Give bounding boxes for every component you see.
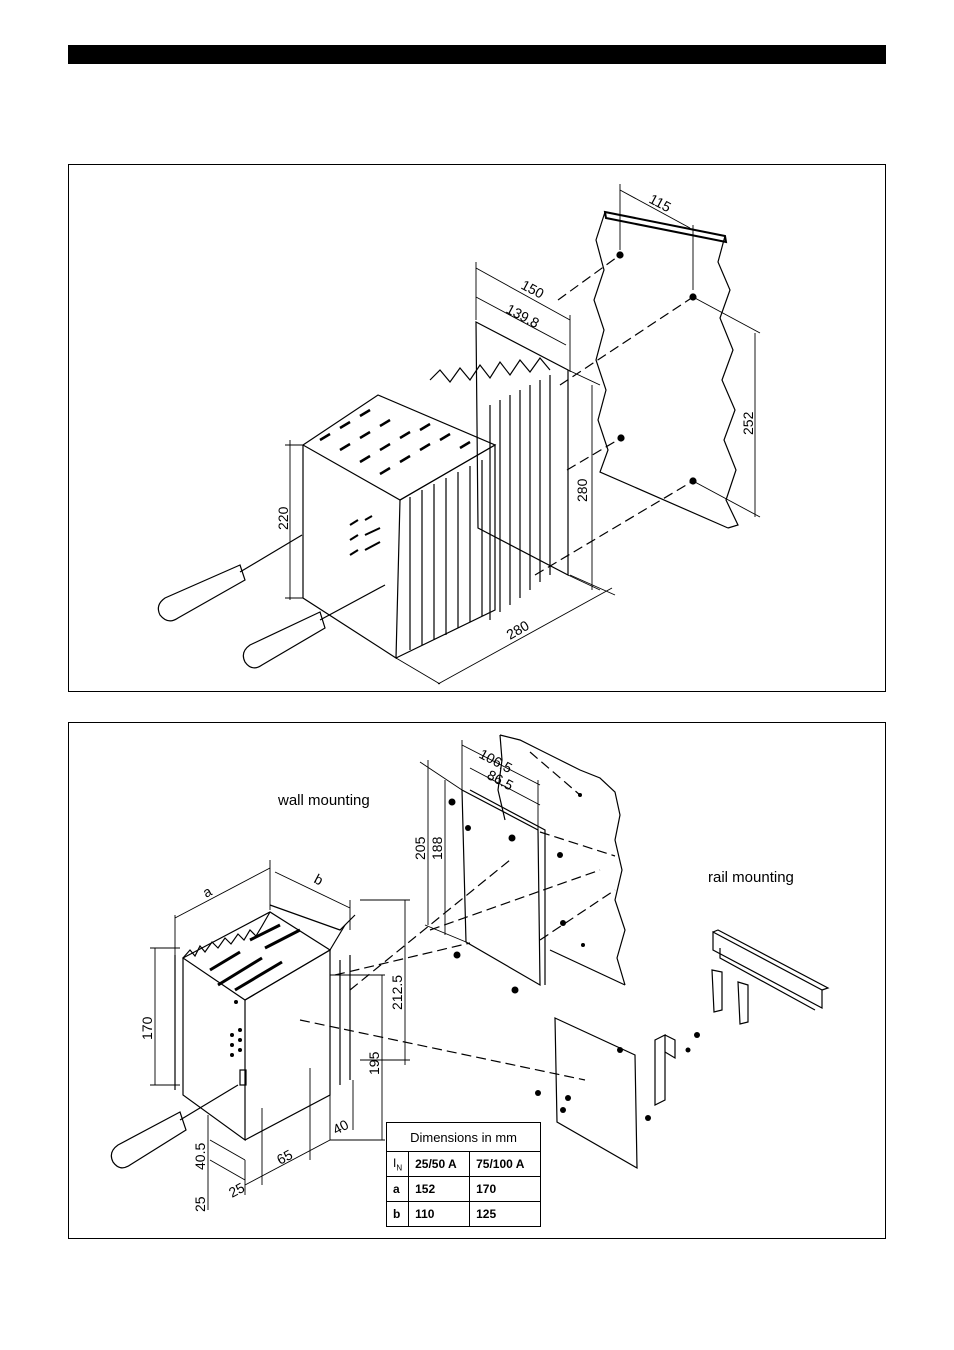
dim-150: 150	[519, 277, 547, 302]
dim-252: 252	[740, 411, 756, 435]
dim-40: 40	[330, 1116, 351, 1138]
table-title: Dimensions in mm	[387, 1123, 541, 1152]
table-row-label: b	[387, 1202, 409, 1227]
mounting-plate	[462, 790, 540, 985]
table-cell: 110	[409, 1202, 470, 1227]
dim-40-5: 40.5	[192, 1143, 208, 1170]
dim-205: 205	[412, 836, 428, 860]
table-cell: 170	[470, 1177, 541, 1202]
dim-280-height: 280	[574, 478, 590, 502]
table-row-label: a	[387, 1177, 409, 1202]
dimension-labels-top: 115 150 139.8 252 280 220 280	[275, 191, 756, 643]
table-header-row: IN 25/50 A 75/100 A	[387, 1152, 541, 1177]
dimension-lines	[285, 184, 760, 684]
dim-280-depth: 280	[504, 617, 532, 643]
table-cell: 152	[409, 1177, 470, 1202]
dim-195: 195	[366, 1051, 382, 1075]
table-row: b 110 125	[387, 1202, 541, 1227]
dim-212-5: 212.5	[389, 975, 405, 1010]
wall-plate	[594, 212, 738, 528]
dim-25-vertical: 25	[192, 1196, 208, 1212]
wall-plate-bottom	[498, 735, 625, 985]
screwdriver-icon	[111, 1085, 238, 1168]
table-header-col-1: 25/50 A	[409, 1152, 470, 1177]
heatsink-fins	[430, 358, 550, 620]
rail-adapter-plate	[555, 1018, 675, 1168]
dim-170: 170	[139, 1016, 155, 1040]
wall-mounting-label: wall mounting	[277, 792, 370, 809]
dim-b: b	[312, 871, 327, 889]
din-rail	[712, 930, 828, 1024]
table-cell: 125	[470, 1202, 541, 1227]
dim-139-8: 139.8	[504, 301, 543, 332]
table-row: a 152 170	[387, 1177, 541, 1202]
dim-220: 220	[275, 506, 291, 530]
device-housing-bottom	[175, 905, 355, 1140]
table-header-symbol: IN	[387, 1152, 409, 1177]
mounting-lines	[535, 255, 693, 575]
dim-65: 65	[274, 1146, 295, 1168]
table-header-col-2: 75/100 A	[470, 1152, 541, 1177]
dim-115: 115	[647, 191, 674, 216]
dim-188: 188	[429, 836, 445, 860]
dim-25-horizontal: 25	[226, 1179, 247, 1201]
mounting-plate-edge	[470, 790, 545, 985]
device-housing	[303, 395, 495, 658]
dimensions-table: Dimensions in mm IN 25/50 A 75/100 A a 1…	[386, 1122, 541, 1227]
dim-a: a	[200, 883, 215, 901]
rail-mounting-label: rail mounting	[708, 869, 794, 886]
